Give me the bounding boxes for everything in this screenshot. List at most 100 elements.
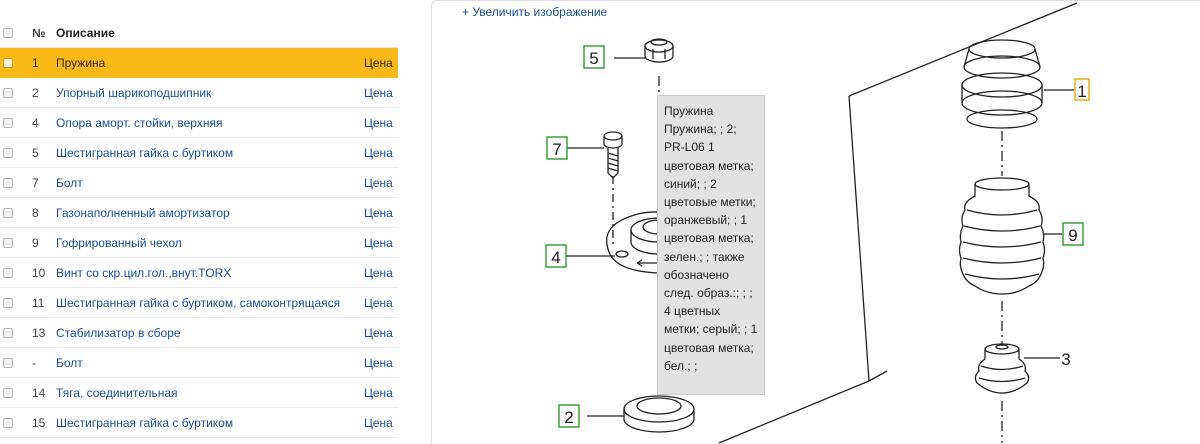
tooltip-line: цветовая метка; xyxy=(664,340,754,355)
row-description-link[interactable]: Пружина xyxy=(56,55,106,70)
row-checkbox[interactable] xyxy=(3,357,13,368)
row-checkbox[interactable] xyxy=(3,207,13,218)
callout-9[interactable]: 9 xyxy=(1068,226,1077,245)
exploded-parts-diagram: 5 7 4 2 1 9 3 xyxy=(545,2,1090,444)
select-all-checkbox[interactable] xyxy=(3,27,13,38)
tooltip-line: PR-L06 1 xyxy=(664,140,715,155)
table-row[interactable]: 2 Упорный шарикоподшипник Цена xyxy=(0,78,398,108)
part-3-bump-stop xyxy=(974,343,1030,394)
tooltip-line: цветовая метка; xyxy=(664,158,754,173)
table-row[interactable]: 5 Шестигранная гайка с буртиком Цена xyxy=(0,138,398,168)
price-link[interactable]: Цена xyxy=(364,415,393,430)
table-row[interactable]: 1 Пружина Цена xyxy=(0,48,398,78)
callout-1[interactable]: 1 xyxy=(1077,82,1086,101)
row-number: 5 xyxy=(32,145,39,160)
tooltip-line: Пружина; ; 2; xyxy=(664,122,737,137)
tooltip-line: 4 цветных xyxy=(664,304,721,319)
row-checkbox[interactable] xyxy=(3,87,13,98)
table-row[interactable]: 8 Газонаполненный амортизатор Цена xyxy=(0,198,398,228)
tooltip-line: след. образ.:; ; ; xyxy=(664,286,753,301)
callout-5[interactable]: 5 xyxy=(589,49,598,68)
row-number: 13 xyxy=(32,325,46,340)
price-link[interactable]: Цена xyxy=(364,55,393,70)
tooltip-line: бел.; ; xyxy=(664,358,698,373)
row-checkbox[interactable] xyxy=(3,117,13,128)
table-header: № Описание xyxy=(0,18,398,48)
row-description-link[interactable]: Шестигранная гайка с буртиком xyxy=(56,415,234,430)
row-checkbox[interactable] xyxy=(3,57,13,68)
row-description-link[interactable]: Тяга, соединительная xyxy=(56,385,178,400)
row-number: 15 xyxy=(32,415,46,430)
price-link[interactable]: Цена xyxy=(364,175,393,190)
table-row[interactable]: 11 Шестигранная гайка с буртиком, самокон… xyxy=(0,288,398,318)
price-link[interactable]: Цена xyxy=(364,355,393,370)
row-description-link[interactable]: Болт xyxy=(56,175,83,190)
table-row[interactable]: 9 Гофрированный чехол Цена xyxy=(0,228,398,258)
row-number: 8 xyxy=(32,205,39,220)
part-5-nut xyxy=(644,38,674,63)
row-number: 10 xyxy=(32,265,46,280)
callout-4[interactable]: 4 xyxy=(551,248,560,267)
tooltip-line: зелен.; ; также xyxy=(664,249,745,264)
header-num: № xyxy=(32,25,46,40)
row-number: 7 xyxy=(32,175,39,190)
price-link[interactable]: Цена xyxy=(364,385,393,400)
price-link[interactable]: Цена xyxy=(364,295,393,310)
row-description-link[interactable]: Винт со скр.цил.гол.,внут.TORX xyxy=(56,265,232,280)
row-number: 2 xyxy=(32,85,39,100)
row-description-link[interactable]: Гофрированный чехол xyxy=(56,235,182,250)
tooltip-line: оранжевый; ; 1 xyxy=(664,213,748,228)
tooltip-line: Пружина xyxy=(664,104,714,118)
price-link[interactable]: Цена xyxy=(364,235,393,250)
row-description-link[interactable]: Газонаполненный амортизатор xyxy=(56,205,230,220)
row-description-link[interactable]: Шестигранная гайка с буртиком xyxy=(56,145,234,160)
part-9-bellow xyxy=(958,177,1046,295)
row-checkbox[interactable] xyxy=(3,417,13,428)
part-7-bolt xyxy=(603,131,623,179)
table-row[interactable]: 14 Тяга, соединительная Цена xyxy=(0,378,398,408)
row-number: - xyxy=(32,355,36,370)
row-description-link[interactable]: Шестигранная гайка с буртиком, самоконтр… xyxy=(56,295,341,310)
callout-7[interactable]: 7 xyxy=(552,140,561,159)
row-number: 1 xyxy=(32,55,39,70)
price-link[interactable]: Цена xyxy=(364,265,393,280)
row-number: 14 xyxy=(32,385,46,400)
price-link[interactable]: Цена xyxy=(364,205,393,220)
header-description: Описание xyxy=(56,25,115,40)
price-link[interactable]: Цена xyxy=(364,85,393,100)
row-checkbox[interactable] xyxy=(3,237,13,248)
row-checkbox[interactable] xyxy=(3,267,13,278)
table-row[interactable]: 13 Стабилизатор в сборе Цена xyxy=(0,318,398,348)
row-number: 4 xyxy=(32,115,39,130)
enlarge-image-link[interactable]: + Увеличить изображение xyxy=(462,5,608,19)
row-description-link[interactable]: Стабилизатор в сборе xyxy=(56,325,181,340)
part-1-spring xyxy=(961,39,1043,129)
tooltip-line: цветовые метки; xyxy=(664,195,756,210)
diagram-panel: + Увеличить изображение xyxy=(431,0,1200,444)
row-description-link[interactable]: Болт xyxy=(56,355,83,370)
callout-3[interactable]: 3 xyxy=(1061,350,1070,369)
row-checkbox[interactable] xyxy=(3,177,13,188)
table-row[interactable]: - Болт Цена xyxy=(0,348,398,378)
table-row[interactable]: 4 Опора аморт. стойки, верхняя Цена xyxy=(0,108,398,138)
price-link[interactable]: Цена xyxy=(364,115,393,130)
row-checkbox[interactable] xyxy=(3,297,13,308)
row-checkbox[interactable] xyxy=(3,387,13,398)
table-row[interactable]: 15 Шестигранная гайка с буртиком Цена xyxy=(0,408,398,438)
row-checkbox[interactable] xyxy=(3,327,13,338)
row-number: 9 xyxy=(32,235,39,250)
price-link[interactable]: Цена xyxy=(364,325,393,340)
row-number: 11 xyxy=(32,295,45,310)
tooltip-line: метки; серый; ; 1 xyxy=(664,322,758,337)
tooltip-line: цветовая метка; xyxy=(664,231,754,246)
row-description-link[interactable]: Опора аморт. стойки, верхняя xyxy=(56,115,223,130)
table-row[interactable]: 10 Винт со скр.цил.гол.,внут.TORX Цена xyxy=(0,258,398,288)
row-checkbox[interactable] xyxy=(3,147,13,158)
row-description-link[interactable]: Упорный шарикоподшипник xyxy=(56,85,212,100)
tooltip-line: обозначено xyxy=(664,267,729,282)
price-link[interactable]: Цена xyxy=(364,145,393,160)
callout-2[interactable]: 2 xyxy=(564,408,573,427)
table-row[interactable]: 7 Болт Цена xyxy=(0,168,398,198)
